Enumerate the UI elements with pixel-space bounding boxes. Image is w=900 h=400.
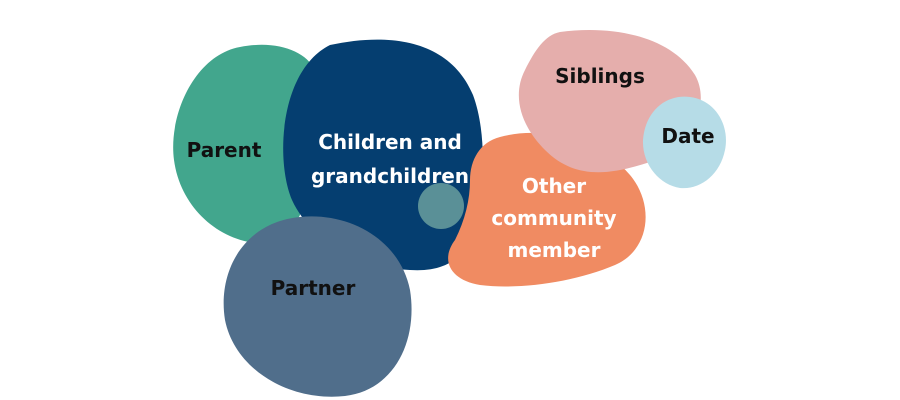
siblings-label: Siblings xyxy=(555,64,645,88)
other-label-line1: Other xyxy=(522,174,586,198)
small-dot xyxy=(418,183,464,229)
children-label-line2: grandchildren xyxy=(311,164,469,188)
date-bubble xyxy=(642,96,726,189)
parent-label: Parent xyxy=(187,138,262,162)
other-label-line3: member xyxy=(508,238,601,262)
partner-bubble xyxy=(223,216,412,397)
other-label-line2: community xyxy=(491,206,616,230)
parent-bubble xyxy=(173,44,315,244)
date-label: Date xyxy=(661,124,714,148)
partner-label: Partner xyxy=(271,276,356,300)
children-label-line1: Children and xyxy=(318,130,462,154)
